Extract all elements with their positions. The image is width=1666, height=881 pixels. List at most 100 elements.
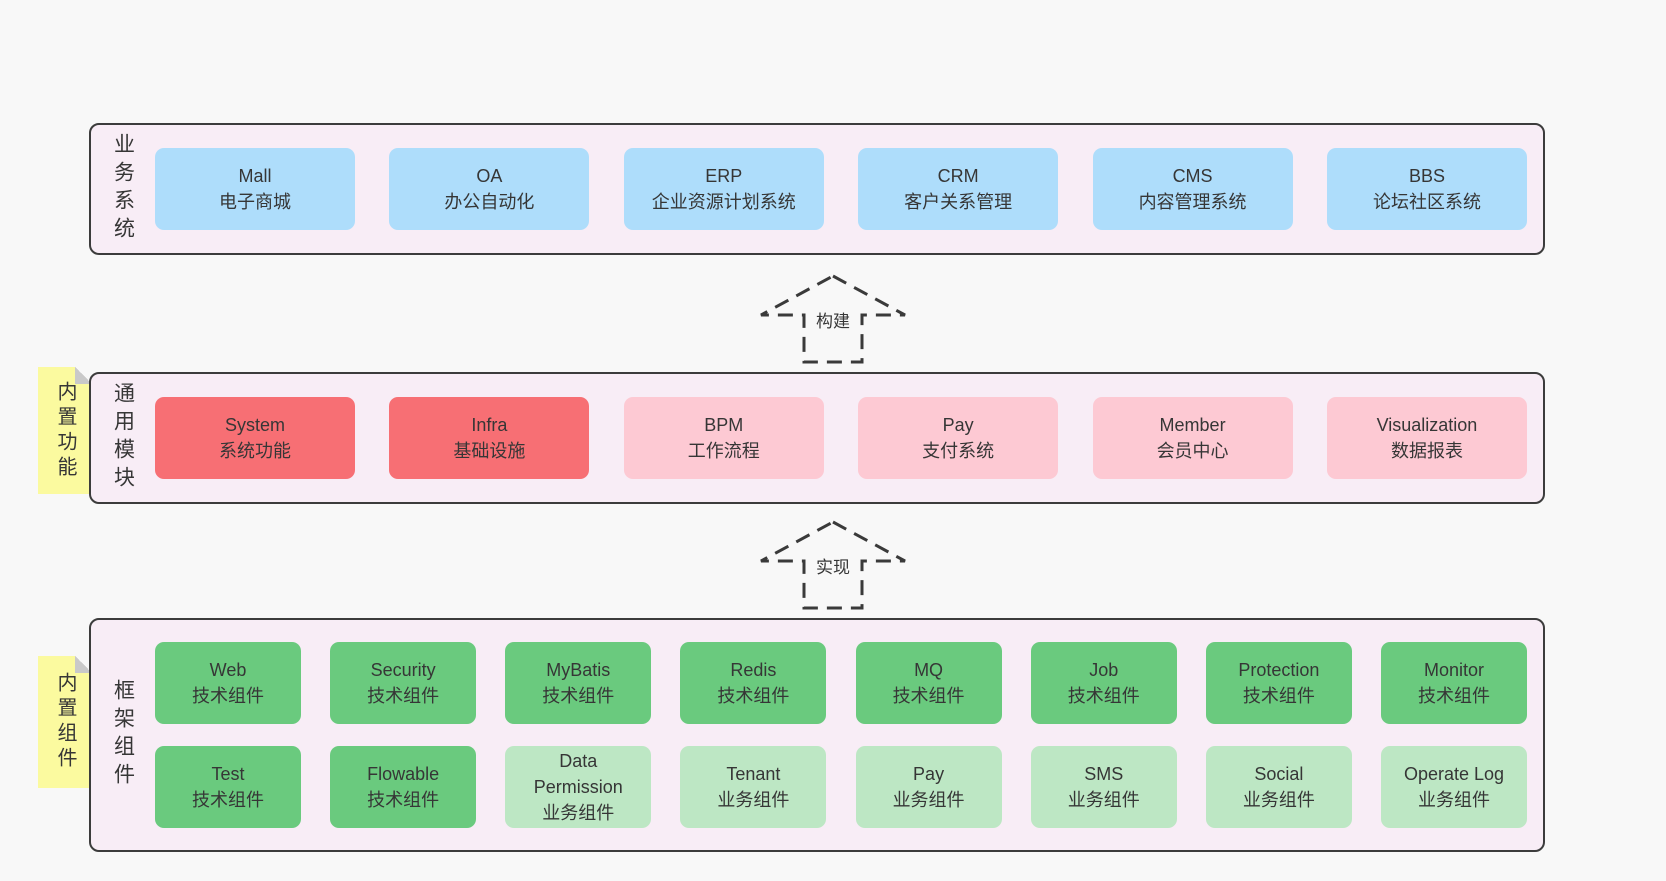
sticky-note-built-in-components: 内置组件	[38, 656, 92, 788]
box-bpm: BPM 工作流程	[623, 397, 824, 479]
box-redis: Redis 技术组件	[680, 642, 827, 724]
box-name-en: Flowable	[367, 764, 440, 784]
dashed-up-arrow-icon	[760, 520, 906, 610]
box-system: System 系统功能	[155, 397, 355, 479]
up-arrow-build: 构建	[758, 273, 908, 365]
box-name-zh: 电子商城	[219, 192, 291, 212]
box-name-zh: 业务组件	[1067, 790, 1140, 810]
box-name-zh: 业务组件	[542, 803, 615, 823]
box-data-permission: Data Permission 业务组件	[505, 746, 652, 828]
box-name-en: Security	[370, 660, 436, 680]
section-side-label: 通用模块	[91, 374, 155, 502]
box-crm: CRM 客户关系管理	[858, 148, 1059, 230]
box-name-zh: 技术组件	[892, 686, 965, 706]
box-name-en: Web	[209, 660, 247, 680]
box-visualization: Visualization 数据报表	[1326, 397, 1527, 479]
box-name-en: BBS	[1408, 166, 1445, 186]
box-oa: OA 办公自动化	[389, 148, 590, 230]
sticky-note-built-in-features: 内置功能	[38, 367, 92, 494]
box-name-en: System	[224, 415, 285, 435]
box-sms: SMS 业务组件	[1030, 746, 1177, 828]
box-name-zh: 数据报表	[1390, 441, 1463, 461]
box-infra: Infra 基础设施	[389, 397, 590, 479]
box-name-zh: 办公自动化	[444, 192, 535, 212]
box-name-zh: 技术组件	[192, 686, 264, 706]
box-mq: MQ 技术组件	[855, 642, 1002, 724]
box-pay: Pay 业务组件	[855, 746, 1002, 828]
dashed-up-arrow-icon	[760, 274, 906, 364]
box-web: Web 技术组件	[155, 642, 301, 724]
box-name-en: BPM	[704, 415, 744, 435]
box-name-en: Infra	[471, 415, 508, 435]
section-side-label: 业务系统	[91, 125, 155, 253]
box-name-zh: 技术组件	[717, 686, 790, 706]
box-name-en: Tenant	[726, 764, 781, 784]
box-name-en: Visualization	[1376, 415, 1478, 435]
sticky-note-label: 内置组件	[54, 672, 76, 772]
box-name-zh: 技术组件	[1067, 686, 1140, 706]
box-name-en: Pay	[913, 764, 945, 784]
box-name-en: MQ	[914, 660, 944, 680]
build-arrow-zone: 构建	[0, 255, 1666, 372]
box-name-zh: 技术组件	[1242, 686, 1315, 706]
box-name-en: Pay	[942, 415, 974, 435]
box-name-zh: 系统功能	[219, 441, 291, 461]
box-name-en: CMS	[1172, 166, 1213, 186]
arrow-label-implement: 实现	[813, 553, 853, 578]
section-side-label: 框架组件	[91, 620, 155, 850]
box-name-zh: 技术组件	[542, 686, 615, 706]
box-name-zh: 企业资源计划系统	[651, 192, 796, 212]
box-name-en: Monitor	[1423, 660, 1484, 680]
box-name-en: Redis	[730, 660, 777, 680]
box-name-zh: 业务组件	[892, 790, 965, 810]
implement-arrow-zone: 实现	[0, 504, 1666, 618]
box-name-zh: 技术组件	[192, 790, 264, 810]
box-name-zh: 基础设施	[453, 441, 526, 461]
box-name-zh: 技术组件	[1417, 686, 1490, 706]
box-name-zh: 客户关系管理	[904, 192, 1013, 212]
up-arrow-implement: 实现	[758, 519, 908, 611]
box-name-zh: 会员中心	[1156, 441, 1229, 461]
box-name-zh: 技术组件	[367, 686, 440, 706]
box-name-en: CRM	[937, 166, 979, 186]
box-name-en: Test	[211, 764, 245, 784]
box-name-zh: 论坛社区系统	[1372, 192, 1481, 212]
section-side-label-text: 通用模块	[111, 382, 135, 494]
box-name-en: OA	[476, 166, 503, 186]
box-name-en: ERP	[705, 166, 743, 186]
box-bbs: BBS 论坛社区系统	[1326, 148, 1527, 230]
box-name-zh: 工作流程	[687, 441, 760, 461]
box-monitor: Monitor 技术组件	[1380, 642, 1527, 724]
folded-corner-icon	[75, 367, 92, 384]
box-tenant: Tenant 业务组件	[680, 746, 827, 828]
box-test: Test 技术组件	[155, 746, 301, 828]
box-name-en: Protection	[1238, 660, 1320, 680]
box-name-en: SMS	[1084, 764, 1124, 784]
box-name-zh: 业务组件	[717, 790, 790, 810]
box-name-zh: 业务组件	[1242, 790, 1315, 810]
section-side-label-text: 业务系统	[111, 133, 135, 245]
box-erp: ERP 企业资源计划系统	[623, 148, 824, 230]
box-name-en: Job	[1089, 660, 1119, 680]
box-name-en: Data Permission	[533, 751, 623, 797]
